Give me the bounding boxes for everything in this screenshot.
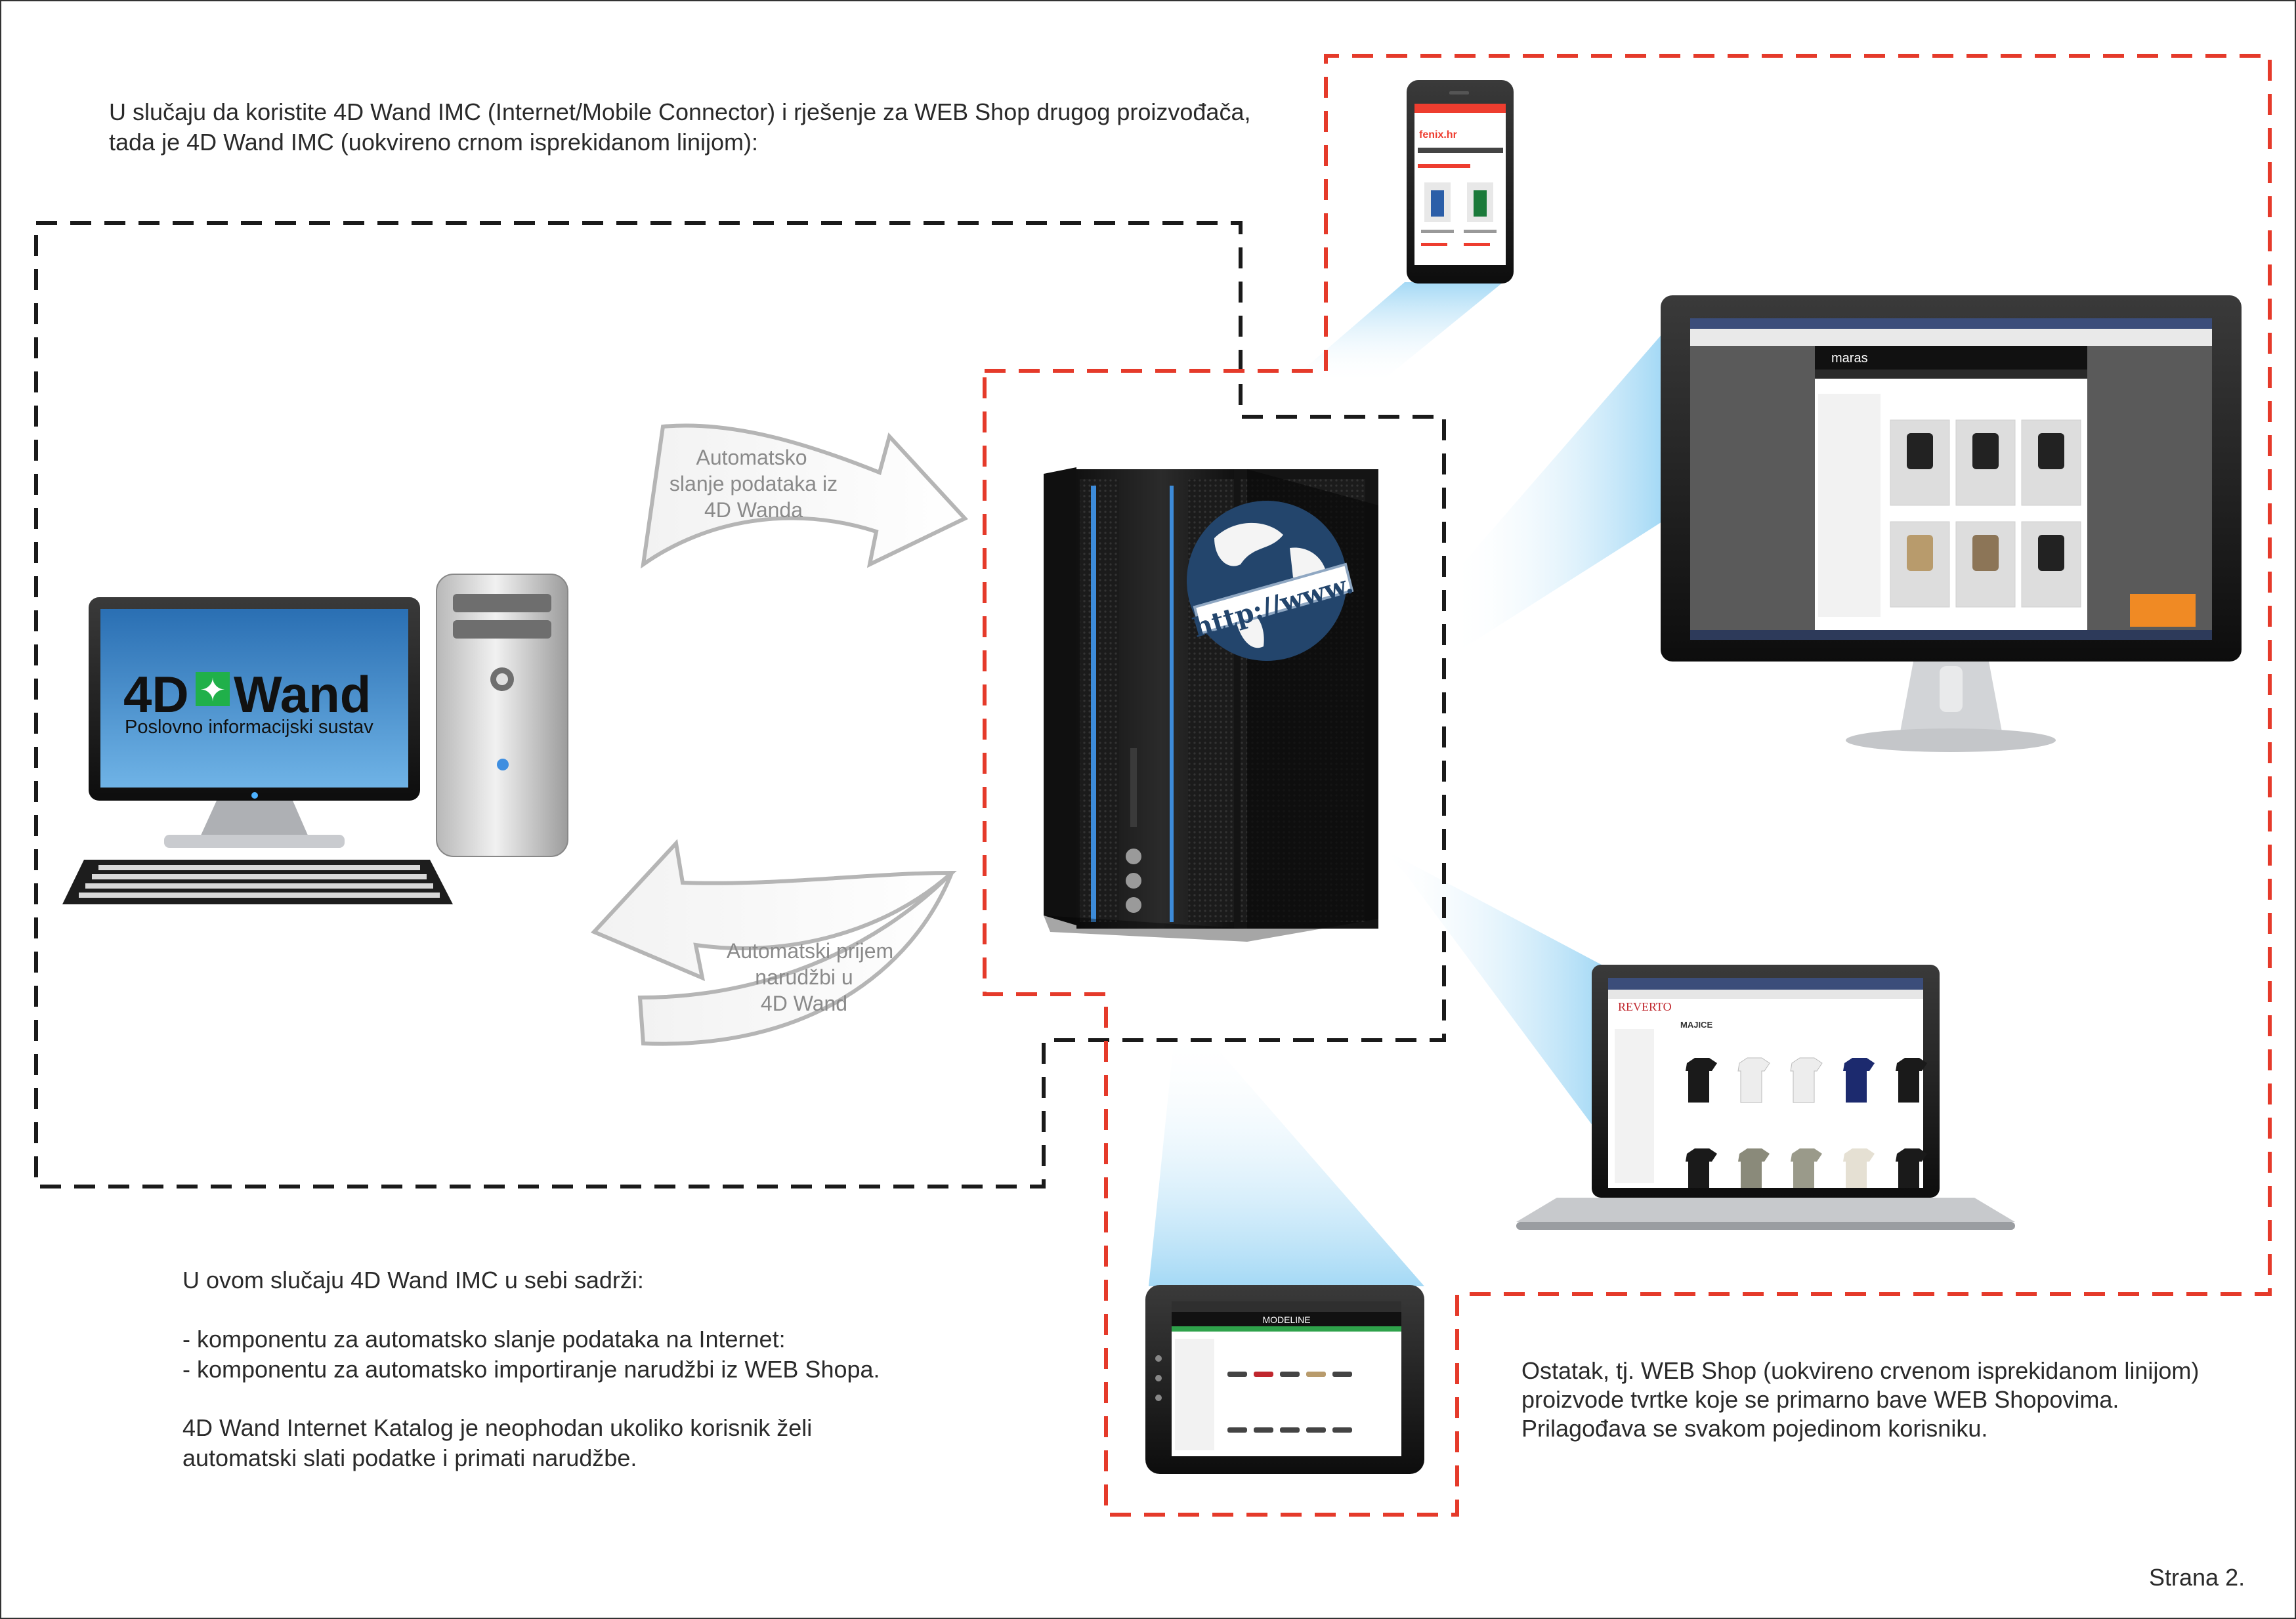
arrow-send-line-2: slanje podataka iz xyxy=(670,472,838,495)
web-server: http://www. xyxy=(1044,467,1378,942)
beam-to-monitor xyxy=(1451,328,1667,656)
webshop-note-3: Prilagođava se svakom pojedinom korisnik… xyxy=(1521,1415,1988,1442)
beam-to-phone xyxy=(1286,282,1503,384)
beam-to-laptop xyxy=(1378,847,1602,1129)
tablet: MODELINE xyxy=(1145,1285,1424,1474)
logo-wand: Wand xyxy=(234,665,371,723)
smartphone: fenix.hr xyxy=(1407,80,1514,284)
laptop-site-name: REVERTO xyxy=(1618,1000,1672,1013)
catalog-note-1: 4D Wand Internet Katalog je neophodan uk… xyxy=(182,1414,813,1441)
lcd-monitor: maras xyxy=(1661,295,2242,752)
logo-subtitle: Poslovno informacijski sustav xyxy=(125,717,373,738)
red-dashed-frame xyxy=(983,54,2272,1517)
black-dashed-frame xyxy=(34,221,1446,1188)
arrow-receive-line-1: Automatski prijem xyxy=(727,939,893,963)
laptop: REVERTO MAJICE xyxy=(1516,965,2015,1230)
arrow-receive-line-3: 4D Wand xyxy=(761,992,847,1015)
intro-line-2: tada je 4D Wand IMC (uokvireno crnom isp… xyxy=(109,129,759,156)
arrow-send-line-1: Automatsko xyxy=(696,446,807,469)
beam-to-tablet xyxy=(1149,1030,1424,1286)
imc-item-2: - komponentu za automatsko importiranje … xyxy=(182,1356,880,1383)
svg-text:✦: ✦ xyxy=(200,672,226,709)
webshop-note-2: proizvode tvrtke koje se primarno bave W… xyxy=(1521,1386,2119,1413)
page-number: Strana 2. xyxy=(2149,1564,2245,1591)
globe-icon: http://www. xyxy=(1187,501,1357,661)
tablet-site-name: MODELINE xyxy=(1262,1314,1310,1325)
imc-heading: U ovom slučaju 4D Wand IMC u sebi sadrži… xyxy=(182,1267,644,1293)
phone-site-name: fenix.hr xyxy=(1419,129,1457,140)
arrow-send: Automatsko slanje podataka iz 4D Wanda xyxy=(641,423,968,569)
imc-item-1: - komponentu za automatsko slanje podata… xyxy=(182,1326,786,1353)
arrow-receive: Automatski prijem narudžbi u 4D Wand xyxy=(590,839,957,1046)
arrow-send-line-3: 4D Wanda xyxy=(704,498,803,522)
logo-4d: 4D xyxy=(123,665,189,723)
logo-star-box xyxy=(196,672,230,706)
catalog-note-2: automatski slati podatke i primati narud… xyxy=(182,1444,637,1471)
webshop-note-1: Ostatak, tj. WEB Shop (uokvireno crvenom… xyxy=(1521,1357,2200,1384)
monitor-screen xyxy=(100,609,408,788)
laptop-section: MAJICE xyxy=(1680,1020,1712,1030)
monitor-site-name: maras xyxy=(1831,351,1868,366)
desktop-computer: 4D ✦ Wand Poslovno informacijski sustav xyxy=(62,574,568,904)
pc-tower xyxy=(436,574,568,857)
intro-line-1: U slučaju da koristite 4D Wand IMC (Inte… xyxy=(109,98,1251,125)
arrow-receive-line-2: narudžbi u xyxy=(755,965,853,989)
